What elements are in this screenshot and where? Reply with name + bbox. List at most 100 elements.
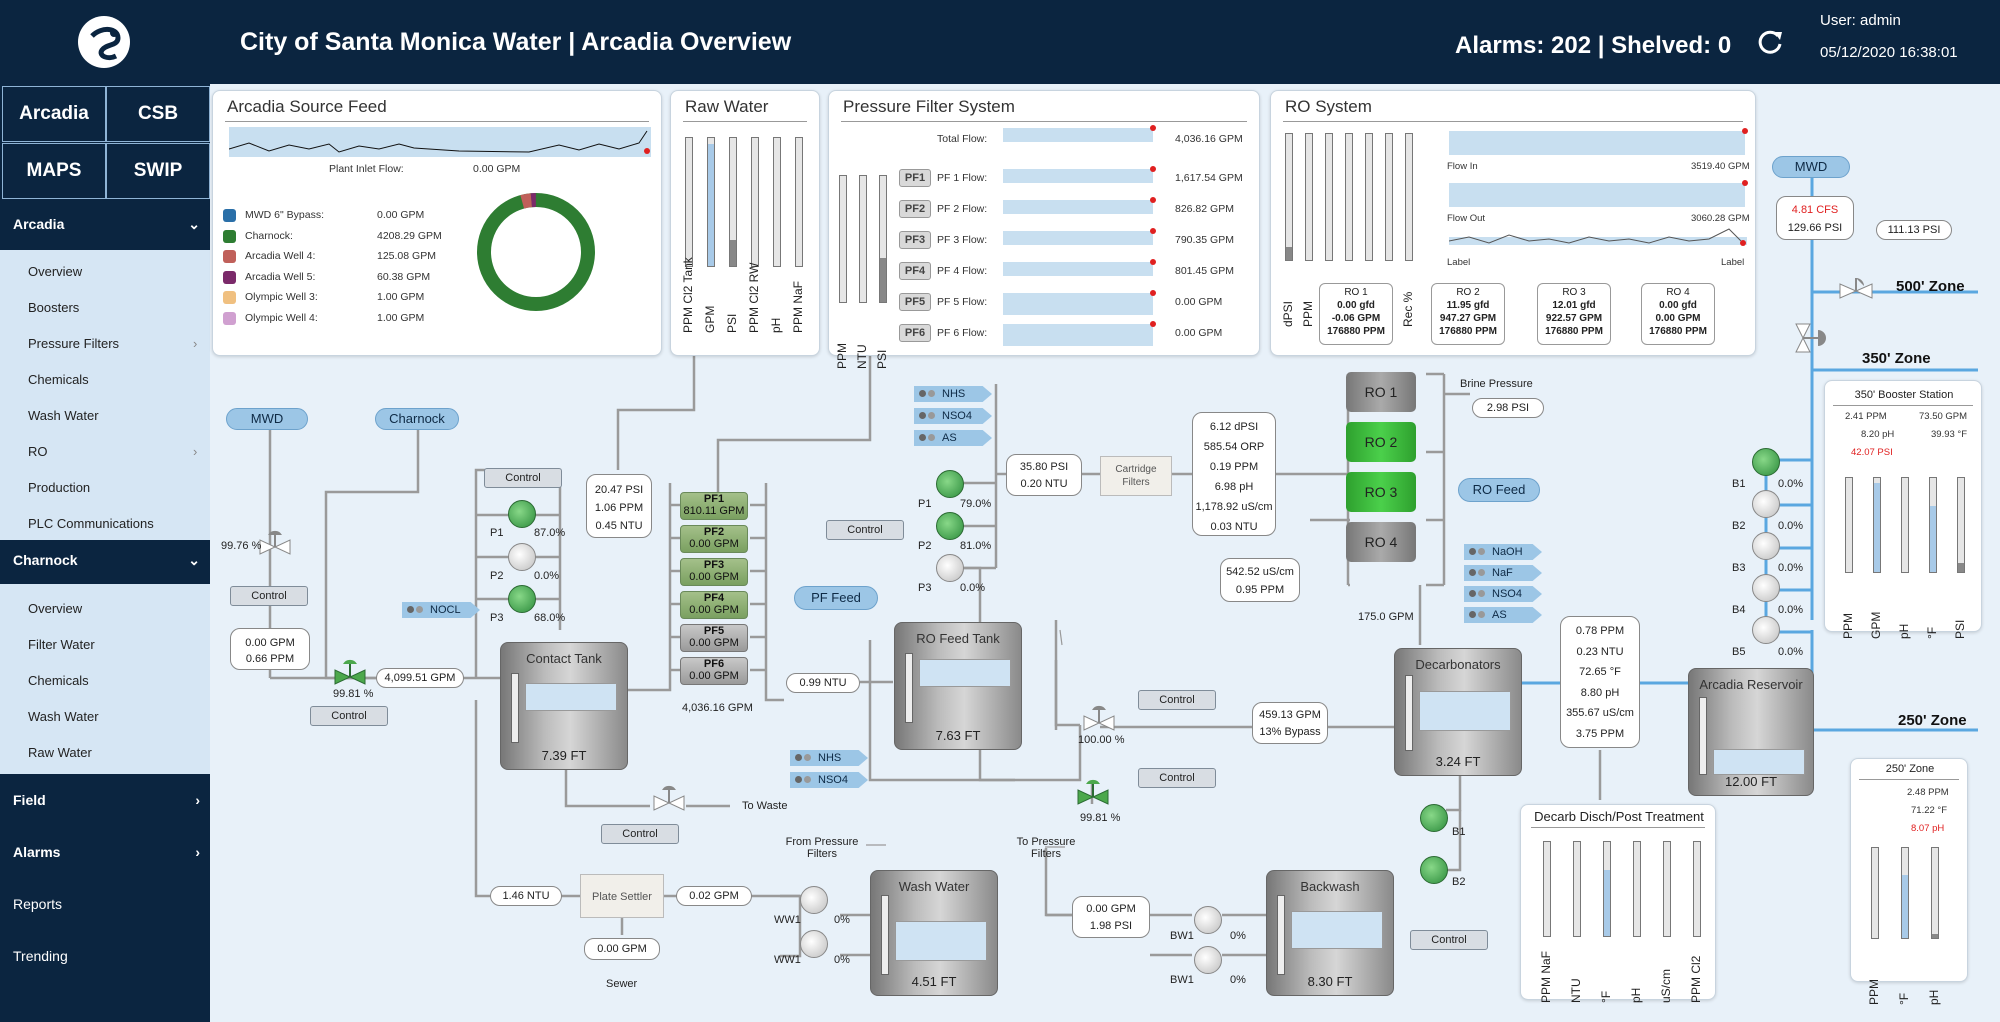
booster-pump[interactable] [1752, 616, 1780, 644]
pump-ro-p1[interactable] [936, 470, 964, 498]
pump-bw1-a[interactable] [1194, 906, 1222, 934]
backwash-control-button[interactable]: Control [1410, 930, 1488, 950]
chem-tag[interactable]: NSO4 [914, 408, 992, 424]
pump-p2[interactable] [508, 543, 536, 571]
pf-tag[interactable]: PF1 [899, 169, 931, 187]
ro-unit[interactable]: RO 2 [1346, 422, 1416, 462]
sidebar-item-production[interactable]: Production [28, 480, 91, 495]
mwd-right-source[interactable]: MWD [1772, 156, 1850, 178]
ro-feed[interactable]: RO Feed [1458, 478, 1540, 502]
site-tile-csb[interactable]: CSB [106, 86, 210, 142]
bypass-control-button[interactable]: Control [1138, 690, 1216, 710]
pump-p1[interactable] [508, 500, 536, 528]
sidebar-item-ro[interactable]: RO › [28, 444, 208, 459]
site-tile-maps[interactable]: MAPS [2, 143, 106, 199]
pump-b2[interactable] [1420, 856, 1448, 884]
sidebar-item-raw-water[interactable]: Raw Water [28, 745, 92, 760]
nav-group-alarms[interactable]: Alarms › [0, 833, 210, 871]
ro-unit[interactable]: RO 4 [1346, 522, 1416, 562]
main-valve-icon[interactable] [333, 656, 367, 690]
wash-water-tank[interactable]: Wash Water 4.51 FT [870, 870, 998, 996]
ro-unit[interactable]: RO 1 [1346, 372, 1416, 412]
site-tile-swip[interactable]: SWIP [106, 143, 210, 199]
pump-ro-p2[interactable] [936, 512, 964, 540]
sidebar-item-chemicals[interactable]: Chemicals [28, 372, 89, 387]
nav-group-field[interactable]: Field › [0, 781, 210, 819]
nav-item-reports[interactable]: Reports [13, 896, 63, 912]
pf-feed[interactable]: PF Feed [794, 586, 878, 610]
decarbonators[interactable]: Decarbonators 3.24 FT [1394, 648, 1522, 776]
sidebar-item-plc-communications[interactable]: PLC Communications [28, 516, 154, 531]
zone500-valve-icon[interactable] [1838, 268, 1874, 304]
pf-tag[interactable]: PF2 [899, 200, 931, 218]
chem-nocl[interactable]: NOCL [402, 602, 480, 618]
chem-tag[interactable]: NSO4 [1464, 586, 1542, 602]
pf-tag[interactable]: PF6 [899, 324, 931, 342]
sidebar-item-wash-water[interactable]: Wash Water [28, 408, 99, 423]
mwd-control-button[interactable]: Control [230, 586, 308, 606]
pump-control-button[interactable]: Control [484, 468, 562, 488]
sidebar-item-pressure-filters[interactable]: Pressure Filters › [28, 336, 208, 351]
ww-valve-icon[interactable] [1076, 776, 1110, 810]
zone350-valve-icon[interactable] [1794, 318, 1830, 354]
contact-tank[interactable]: Contact Tank 7.39 FT [500, 642, 628, 770]
charnock-source[interactable]: Charnock [375, 408, 459, 430]
sidebar-item-filter-water[interactable]: Filter Water [28, 637, 95, 652]
nav-group-arcadia[interactable]: Arcadia ⌄ [0, 205, 210, 243]
pump-p3[interactable] [508, 585, 536, 613]
nav-group-charnock[interactable]: Charnock ⌄ [0, 541, 210, 579]
bypass-valve-icon[interactable] [1082, 702, 1116, 736]
nav-item-trending[interactable]: Trending [13, 948, 68, 964]
booster-pump[interactable] [1752, 574, 1780, 602]
ww-control-button[interactable]: Control [1138, 768, 1216, 788]
sidebar-item-wash-water[interactable]: Wash Water [28, 709, 99, 724]
ro-feed-tank[interactable]: RO Feed Tank 7.63 FT [894, 622, 1022, 750]
mwd-valve-icon[interactable] [258, 530, 292, 564]
waste-valve-icon[interactable] [652, 782, 686, 816]
sidebar-item-boosters[interactable]: Boosters [28, 300, 80, 315]
plate-settler[interactable]: Plate Settler [580, 874, 664, 918]
chem-tag[interactable]: NaF [1464, 565, 1542, 581]
arcadia-reservoir[interactable]: Arcadia Reservoir 12.00 FT [1688, 668, 1814, 796]
chem-tag[interactable]: NaOH [1464, 544, 1542, 560]
site-tile-arcadia[interactable]: Arcadia [2, 86, 106, 142]
cartridge-filters[interactable]: Cartridge Filters [1100, 456, 1172, 496]
chem-tag[interactable]: AS [1464, 607, 1542, 623]
sidebar-item-overview[interactable]: Overview [28, 264, 83, 279]
pf-control-button[interactable]: Control [826, 520, 904, 540]
pf-tag[interactable]: PF3 [899, 231, 931, 249]
pump-ww1-b[interactable] [800, 930, 828, 958]
pf-tag[interactable]: PF5 [899, 293, 931, 311]
waste-control-button[interactable]: Control [601, 824, 679, 844]
mwd-source[interactable]: MWD [226, 408, 308, 430]
backwash-tank[interactable]: Backwash 8.30 FT [1266, 870, 1394, 996]
sidebar-item-chemicals[interactable]: Chemicals [28, 673, 89, 688]
ro-unit[interactable]: RO 3 [1346, 472, 1416, 512]
pump-b1[interactable] [1420, 804, 1448, 832]
refresh-icon[interactable] [1756, 28, 1784, 56]
sidebar-item-overview[interactable]: Overview [28, 601, 83, 616]
pump-bw1-b[interactable] [1194, 946, 1222, 974]
booster-pump[interactable] [1752, 448, 1780, 476]
chem-tag[interactable]: NSO4 [790, 772, 868, 788]
chem-tag[interactable]: NHS [914, 386, 992, 402]
booster-pump[interactable] [1752, 532, 1780, 560]
alarm-summary[interactable]: Alarms: 202 | Shelved: 0 [1455, 32, 1732, 59]
chem-tag[interactable]: NHS [790, 750, 868, 766]
main-control-button[interactable]: Control [310, 706, 388, 726]
pf-tag[interactable]: PF4 [899, 262, 931, 280]
pump-ww1-a[interactable] [800, 886, 828, 914]
pump-ro-p3[interactable] [936, 554, 964, 582]
chem-tag[interactable]: AS [914, 430, 992, 446]
booster-pump[interactable] [1752, 490, 1780, 518]
